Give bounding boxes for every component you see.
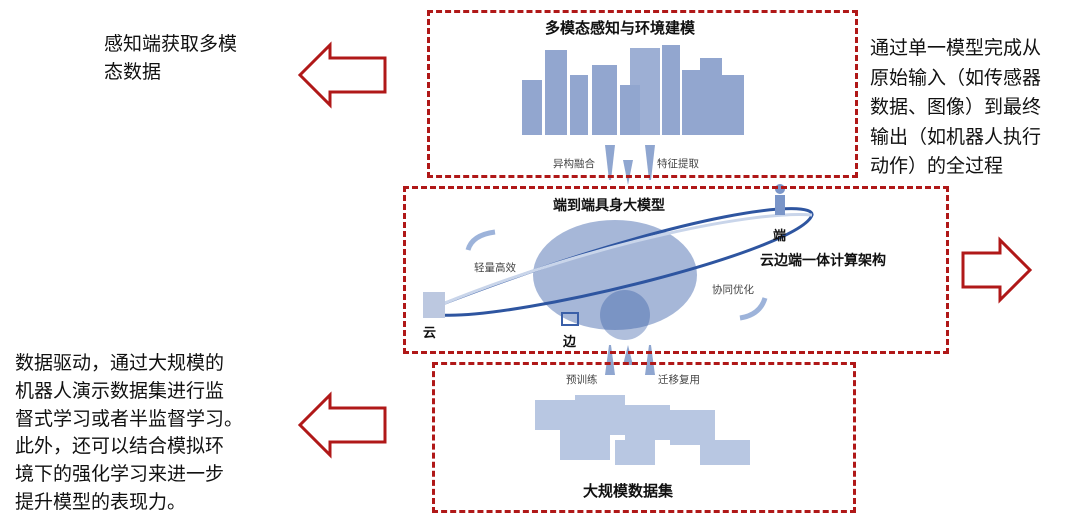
model-box xyxy=(403,186,949,354)
model-title: 端到端具身大模型 xyxy=(553,198,665,214)
right-arrow-icon xyxy=(961,236,1033,304)
dataset-box xyxy=(432,362,856,513)
dataset-description: 数据驱动，通过大规模的 机器人演示数据集进行监 督式学习或者半监督学习。 此外，… xyxy=(15,352,244,513)
flow-arrows xyxy=(605,145,655,375)
lightweight-label: 轻量高效 xyxy=(474,262,516,274)
left-arrow-icon xyxy=(297,391,387,459)
perception-title: 多模态感知与环境建模 xyxy=(545,19,696,37)
city-skyline-image xyxy=(522,45,744,135)
architecture-label: 云边端一体计算架构 xyxy=(760,253,886,269)
end-label: 端 xyxy=(773,229,787,244)
feature-label: 特征提取 xyxy=(657,158,699,170)
model-description: 通过单一模型完成从 原始输入（如传感器 数据、图像）到最终 输出（如机器人执行 … xyxy=(870,37,1042,177)
left-arrow-icon xyxy=(297,41,387,109)
server-icon xyxy=(423,292,445,318)
pretrain-label: 预训练 xyxy=(566,374,598,386)
dataset-title: 大规模数据集 xyxy=(583,482,674,500)
fusion-label: 异构融合 xyxy=(553,158,595,170)
curved-arrow-icon xyxy=(465,229,496,251)
collaboration-label: 协同优化 xyxy=(712,284,754,296)
curved-arrow-icon xyxy=(739,297,768,321)
cloud-label: 云 xyxy=(423,326,437,341)
perception-box xyxy=(427,10,858,178)
edge-label: 边 xyxy=(563,335,577,350)
perception-description: 感知端获取多模 态数据 xyxy=(104,33,238,83)
vr-headset-icon xyxy=(561,312,579,326)
brain-image xyxy=(533,220,697,330)
transfer-label: 迁移复用 xyxy=(658,374,700,386)
dataset-cubes-image xyxy=(535,395,750,465)
